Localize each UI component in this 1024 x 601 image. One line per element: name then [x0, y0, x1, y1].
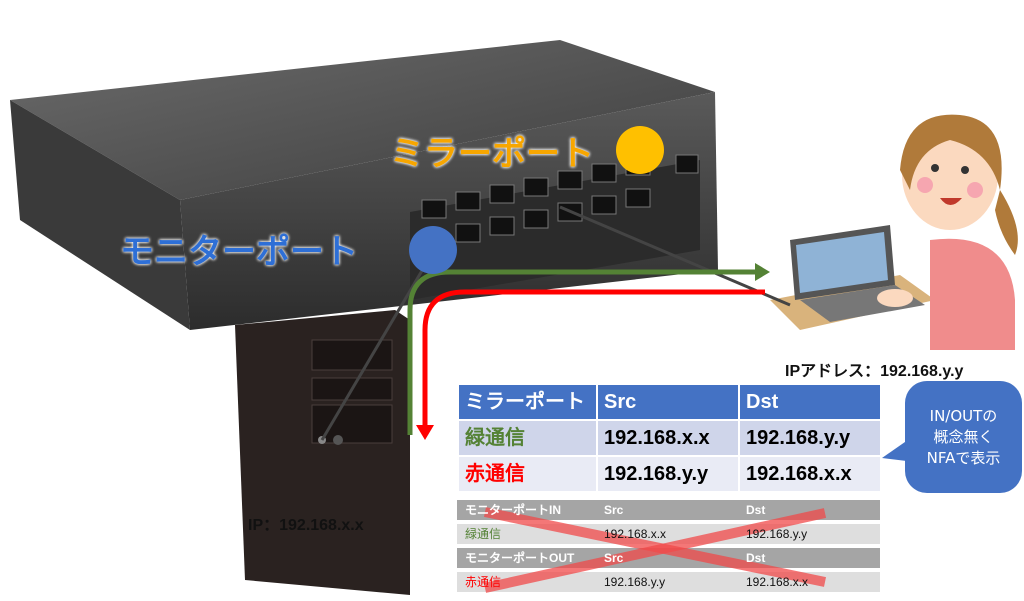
green-flow-arrow: [407, 269, 755, 435]
red-arrowhead: [416, 425, 434, 440]
mirror-port-label: ミラーポート: [390, 134, 594, 174]
monitor-port-marker: [409, 226, 457, 274]
src-cell: 192.168.x.x: [596, 419, 740, 457]
red-flow-arrow: [422, 289, 765, 425]
header-cell: モニターポートOUT: [465, 551, 575, 565]
header-cell: Dst: [738, 383, 882, 421]
row-label: 緑通信: [465, 527, 502, 541]
network-switch: [10, 40, 718, 330]
row-label: 赤通信: [457, 455, 598, 493]
table-row: 緑通信 192.168.x.x 192.168.y.y: [457, 419, 882, 457]
src-cell: 192.168.y.y: [596, 455, 740, 493]
header-cell: モニターポートIN: [465, 503, 562, 517]
table-row: 赤通信 192.168.y.y 192.168.x.x: [457, 455, 882, 493]
header-cell: Src: [596, 383, 740, 421]
header-cell: Src: [604, 503, 624, 517]
monitor-cable: [320, 251, 435, 441]
dst-cell: 192.168.y.y: [738, 419, 882, 457]
mirror-port-marker: [616, 126, 664, 174]
row-label: 赤通信: [465, 575, 502, 589]
monitor-port-label: モニターポート: [120, 232, 358, 272]
monitor-port-table: モニターポートIN Src Dst 緑通信 192.168.x.x 192.16…: [457, 500, 880, 596]
row-label: 緑通信: [457, 419, 598, 457]
src-cell: 192.168.x.x: [604, 527, 667, 541]
mirror-cable: [559, 205, 791, 307]
mirror-port-table: ミラーポート Src Dst 緑通信 192.168.x.x 192.168.y…: [457, 383, 882, 493]
header-cell: Src: [604, 551, 624, 565]
dst-cell: 192.168.x.x: [746, 575, 809, 589]
pc-ip-label: IPアドレス：192.168.y.y: [785, 363, 964, 380]
green-arrowhead: [755, 263, 770, 281]
header-cell: Dst: [746, 551, 766, 565]
dst-cell: 192.168.y.y: [746, 527, 808, 541]
table-header-row: モニターポートOUT Src Dst: [457, 548, 880, 572]
table-row: 赤通信 192.168.y.y 192.168.x.x: [457, 572, 880, 596]
header-cell: ミラーポート: [457, 383, 598, 421]
src-cell: 192.168.y.y: [604, 575, 666, 589]
header-cell: Dst: [746, 503, 766, 517]
server-tower: [235, 310, 410, 595]
traffic-arrows: [407, 263, 770, 440]
table-row: 緑通信 192.168.x.x 192.168.y.y: [457, 524, 880, 548]
speech-bubble: IN/OUTの 概念無く NFAで表示: [905, 381, 1022, 493]
server-ip-label: IP：192.168.x.x: [248, 517, 364, 534]
dst-cell: 192.168.x.x: [738, 455, 882, 493]
table-header-row: ミラーポート Src Dst: [457, 383, 882, 421]
cables: [320, 205, 791, 441]
table-header-row: モニターポートIN Src Dst: [457, 500, 880, 524]
person-with-laptop: [770, 114, 1018, 350]
